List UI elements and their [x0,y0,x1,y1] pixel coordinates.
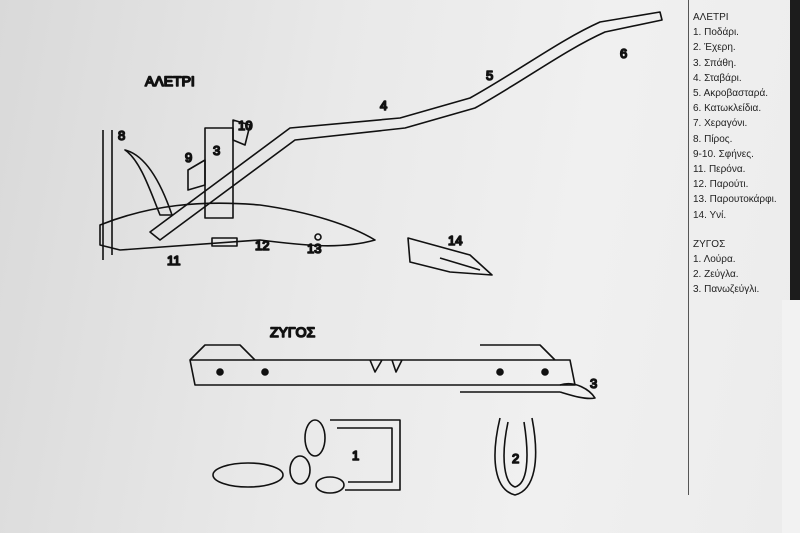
yoke-hole [541,368,549,376]
chain-link [289,455,311,485]
legend-item: 8. Πίρος. [693,133,733,145]
callout-14: 14 [448,233,462,248]
legend-item: 1. Ποδάρι. [693,27,739,39]
pin-drawing [102,130,113,260]
callout-yoke-1: 1 [352,448,359,463]
share-part-drawing [211,237,238,247]
callout-10: 10 [238,118,252,133]
yoke-hole [261,368,269,376]
next-page-edge [782,300,800,533]
legend-item: 11. Περόνα. [693,164,746,176]
callout-3: 3 [213,143,220,158]
legend-item: 6. Κατωκλείδια. [693,103,762,115]
strap-drawing [330,419,401,491]
legend-item: 13. Παρουτοκάρφι. [693,194,777,206]
callout-yoke-2: 2 [512,451,519,466]
legend-item: 3. Πανωζεύγλι. [693,284,760,296]
callout-4: 4 [380,98,387,113]
upper-yoke-pin-drawing [460,382,596,400]
legend-item: 2. Έχερη. [693,42,736,54]
callout-12: 12 [255,238,269,253]
legend: ΑΛΕΤΡΙ 1. Ποδάρι. 2. Έχερη. 3. Σπάθη. 4.… [693,10,777,298]
legend-item: 5. Ακροβασταρά. [693,88,769,100]
legend-item: 1. Λούρα. [693,254,736,266]
yoke-hole [496,368,504,376]
callout-5: 5 [486,68,493,83]
callout-6: 6 [620,46,627,61]
beam-drawing [149,11,663,241]
plough-body-drawing [99,202,376,251]
wedge-drawing [187,119,251,191]
plough-title: ΑΛΕΤΡΙ [145,73,195,89]
legend-item: 12. Παρούτι. [693,179,749,191]
column-divider [688,0,689,495]
legend-yoke-heading: ΖΥΓΟΣ [693,238,726,250]
callout-13: 13 [307,241,321,256]
nail-drawing [314,233,322,241]
legend-item: 14. Υνί. [693,209,727,221]
legend-plough-heading: ΑΛΕΤΡΙ [693,12,729,23]
legend-item: 3. Σπάθη. [693,57,737,69]
yoke-hole [216,368,224,376]
legend-item: 9-10. Σφήνες. [693,148,754,160]
yoke-drawing [189,344,576,386]
callout-9: 9 [185,150,192,165]
bow-drawing [494,417,537,496]
chain-link [304,419,326,457]
yoke-title: ΖΥΓΟΣ [270,324,315,340]
legend-item: 4. Σταβάρι. [693,72,742,84]
legend-item: 2. Ζεύγλα. [693,269,739,281]
legend-item: 7. Χεραγόνι. [693,118,748,130]
chain-link [315,476,345,494]
handle-drawing [124,149,173,216]
callout-yoke-3: 3 [590,376,597,391]
strap-ring [212,462,284,488]
callout-11: 11 [167,253,181,268]
share-drawing [407,237,493,276]
callout-8: 8 [118,128,125,143]
